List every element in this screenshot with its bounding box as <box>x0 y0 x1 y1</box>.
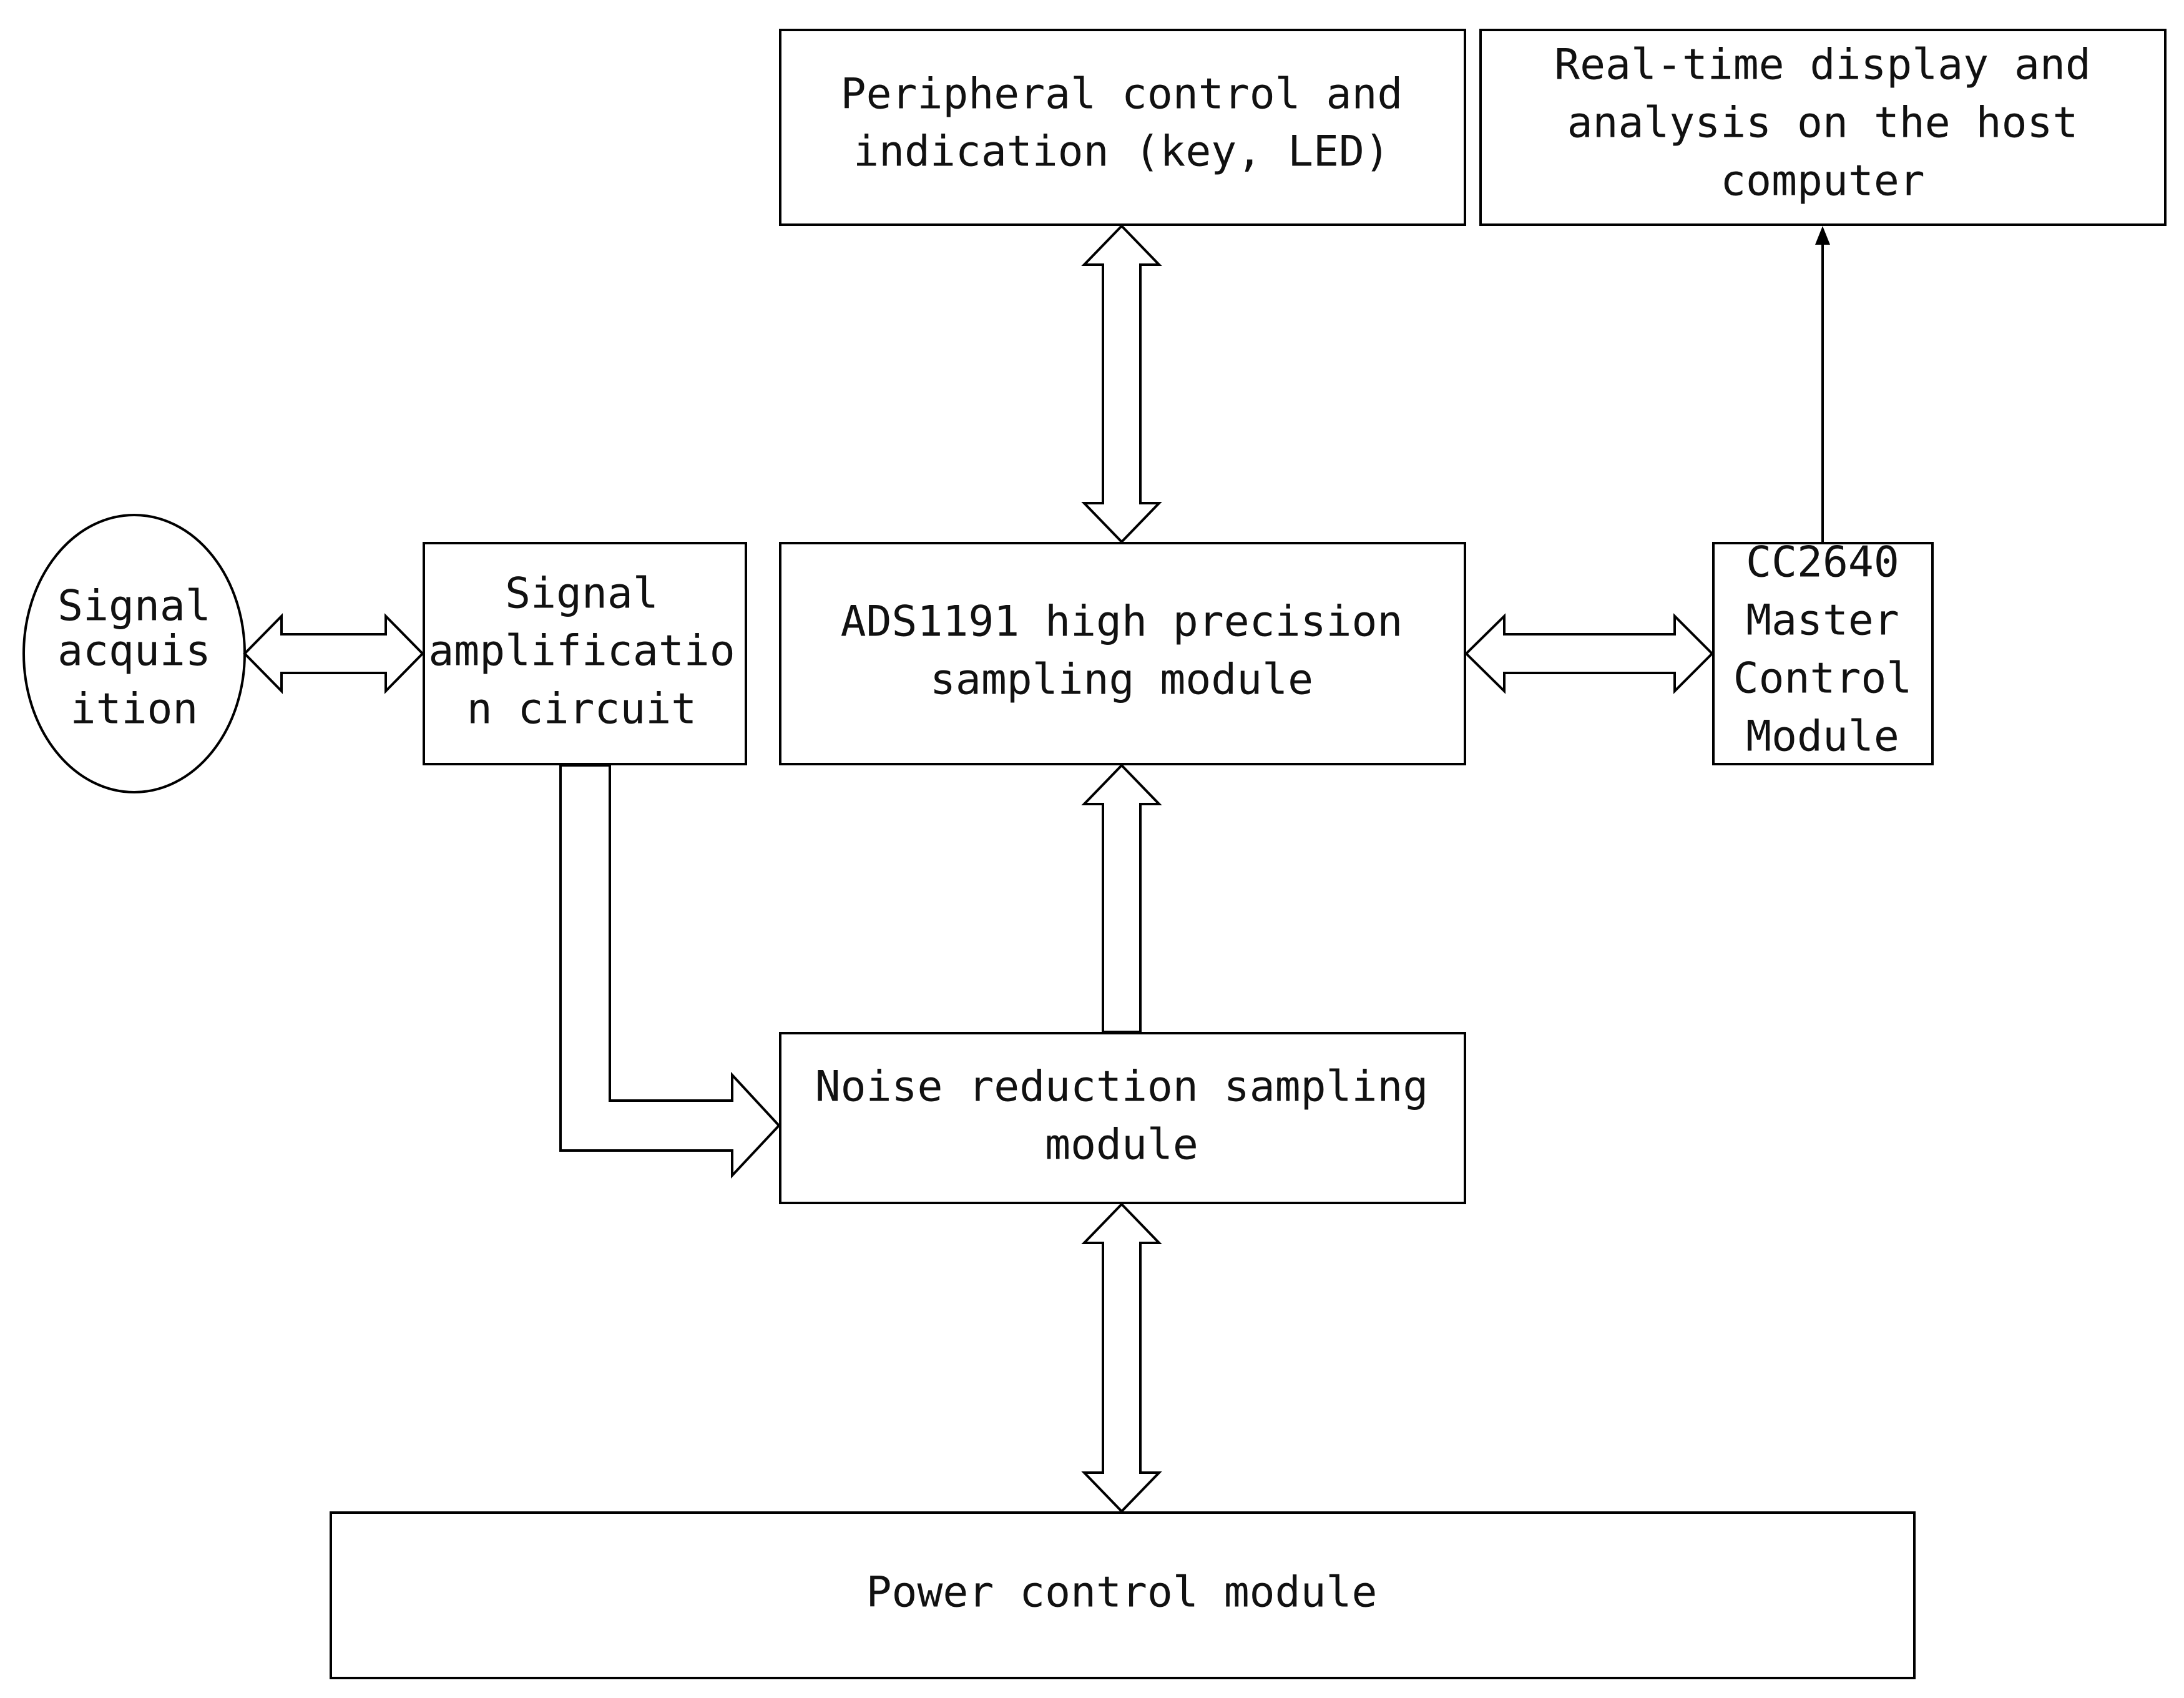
node-signal-acquisition: Signal acquis ition <box>22 514 246 793</box>
arrow-cc2640-host-head <box>1815 226 1830 245</box>
arrow-ads1191-cc2640 <box>1464 613 1714 694</box>
cc2640-line-4: Module <box>1746 712 1899 762</box>
signal-amplification-box <box>423 542 747 765</box>
cc2640-line-2: Master <box>1746 596 1899 645</box>
arrow-ads1191-peripheral <box>1081 224 1162 544</box>
peripheral-line-1: Peripheral control and <box>841 70 1403 119</box>
arrow-noise-power <box>1081 1202 1162 1513</box>
signal-amplification-line-3: n circuit <box>467 685 697 734</box>
host-display-box <box>1479 29 2167 226</box>
power-control-box <box>330 1511 1916 1679</box>
ads1191-line-2: sampling module <box>930 655 1313 705</box>
arrow-amplification-to-noise <box>559 764 781 1179</box>
node-signal-amplification: Signal amplificatio n circuit <box>423 542 747 765</box>
cc2640-line-1: CC2640 <box>1746 538 1899 587</box>
host-display-line-3: computer <box>1720 157 1925 206</box>
node-power-control: Power control module <box>330 1511 1916 1679</box>
node-host-display: Real-time display and analysis on the ho… <box>1479 29 2167 226</box>
node-cc2640: CC2640 Master Control Module <box>1712 538 1934 765</box>
node-ads1191: ADS1191 high precision sampling module <box>779 542 1466 765</box>
arrow-noise-to-ads1191 <box>1081 763 1162 1033</box>
node-peripheral: Peripheral control and indication (key, … <box>779 29 1466 226</box>
noise-reduction-line-1: Noise reduction sampling <box>815 1062 1429 1112</box>
host-display-line-1: Real-time display and <box>1554 41 2091 90</box>
noise-reduction-line-2: module <box>1045 1121 1198 1170</box>
power-control-line-1: Power control module <box>866 1568 1378 1617</box>
arrow-cc2640-host-display <box>1815 226 1830 542</box>
host-display-line-2: analysis on the host <box>1567 99 2079 148</box>
ads1191-box <box>779 542 1466 765</box>
node-noise-reduction: Noise reduction sampling module <box>779 1032 1466 1204</box>
signal-amplification-line-1: Signal <box>505 569 659 619</box>
peripheral-line-2: indication (key, LED) <box>853 127 1390 177</box>
peripheral-box <box>779 29 1466 226</box>
ads1191-line-1: ADS1191 high precision <box>841 597 1403 647</box>
signal-acquisition-line-1: Signal <box>57 582 211 631</box>
signal-amplification-line-2: amplificatio <box>428 627 735 676</box>
cc2640-box <box>1712 542 1934 765</box>
arrow-acquisition-amplification <box>243 613 424 694</box>
noise-reduction-box <box>779 1032 1466 1204</box>
signal-acquisition-line-2: acquis <box>57 627 211 676</box>
signal-acquisition-line-3: ition <box>71 685 198 734</box>
cc2640-line-3: Control <box>1733 654 1912 704</box>
